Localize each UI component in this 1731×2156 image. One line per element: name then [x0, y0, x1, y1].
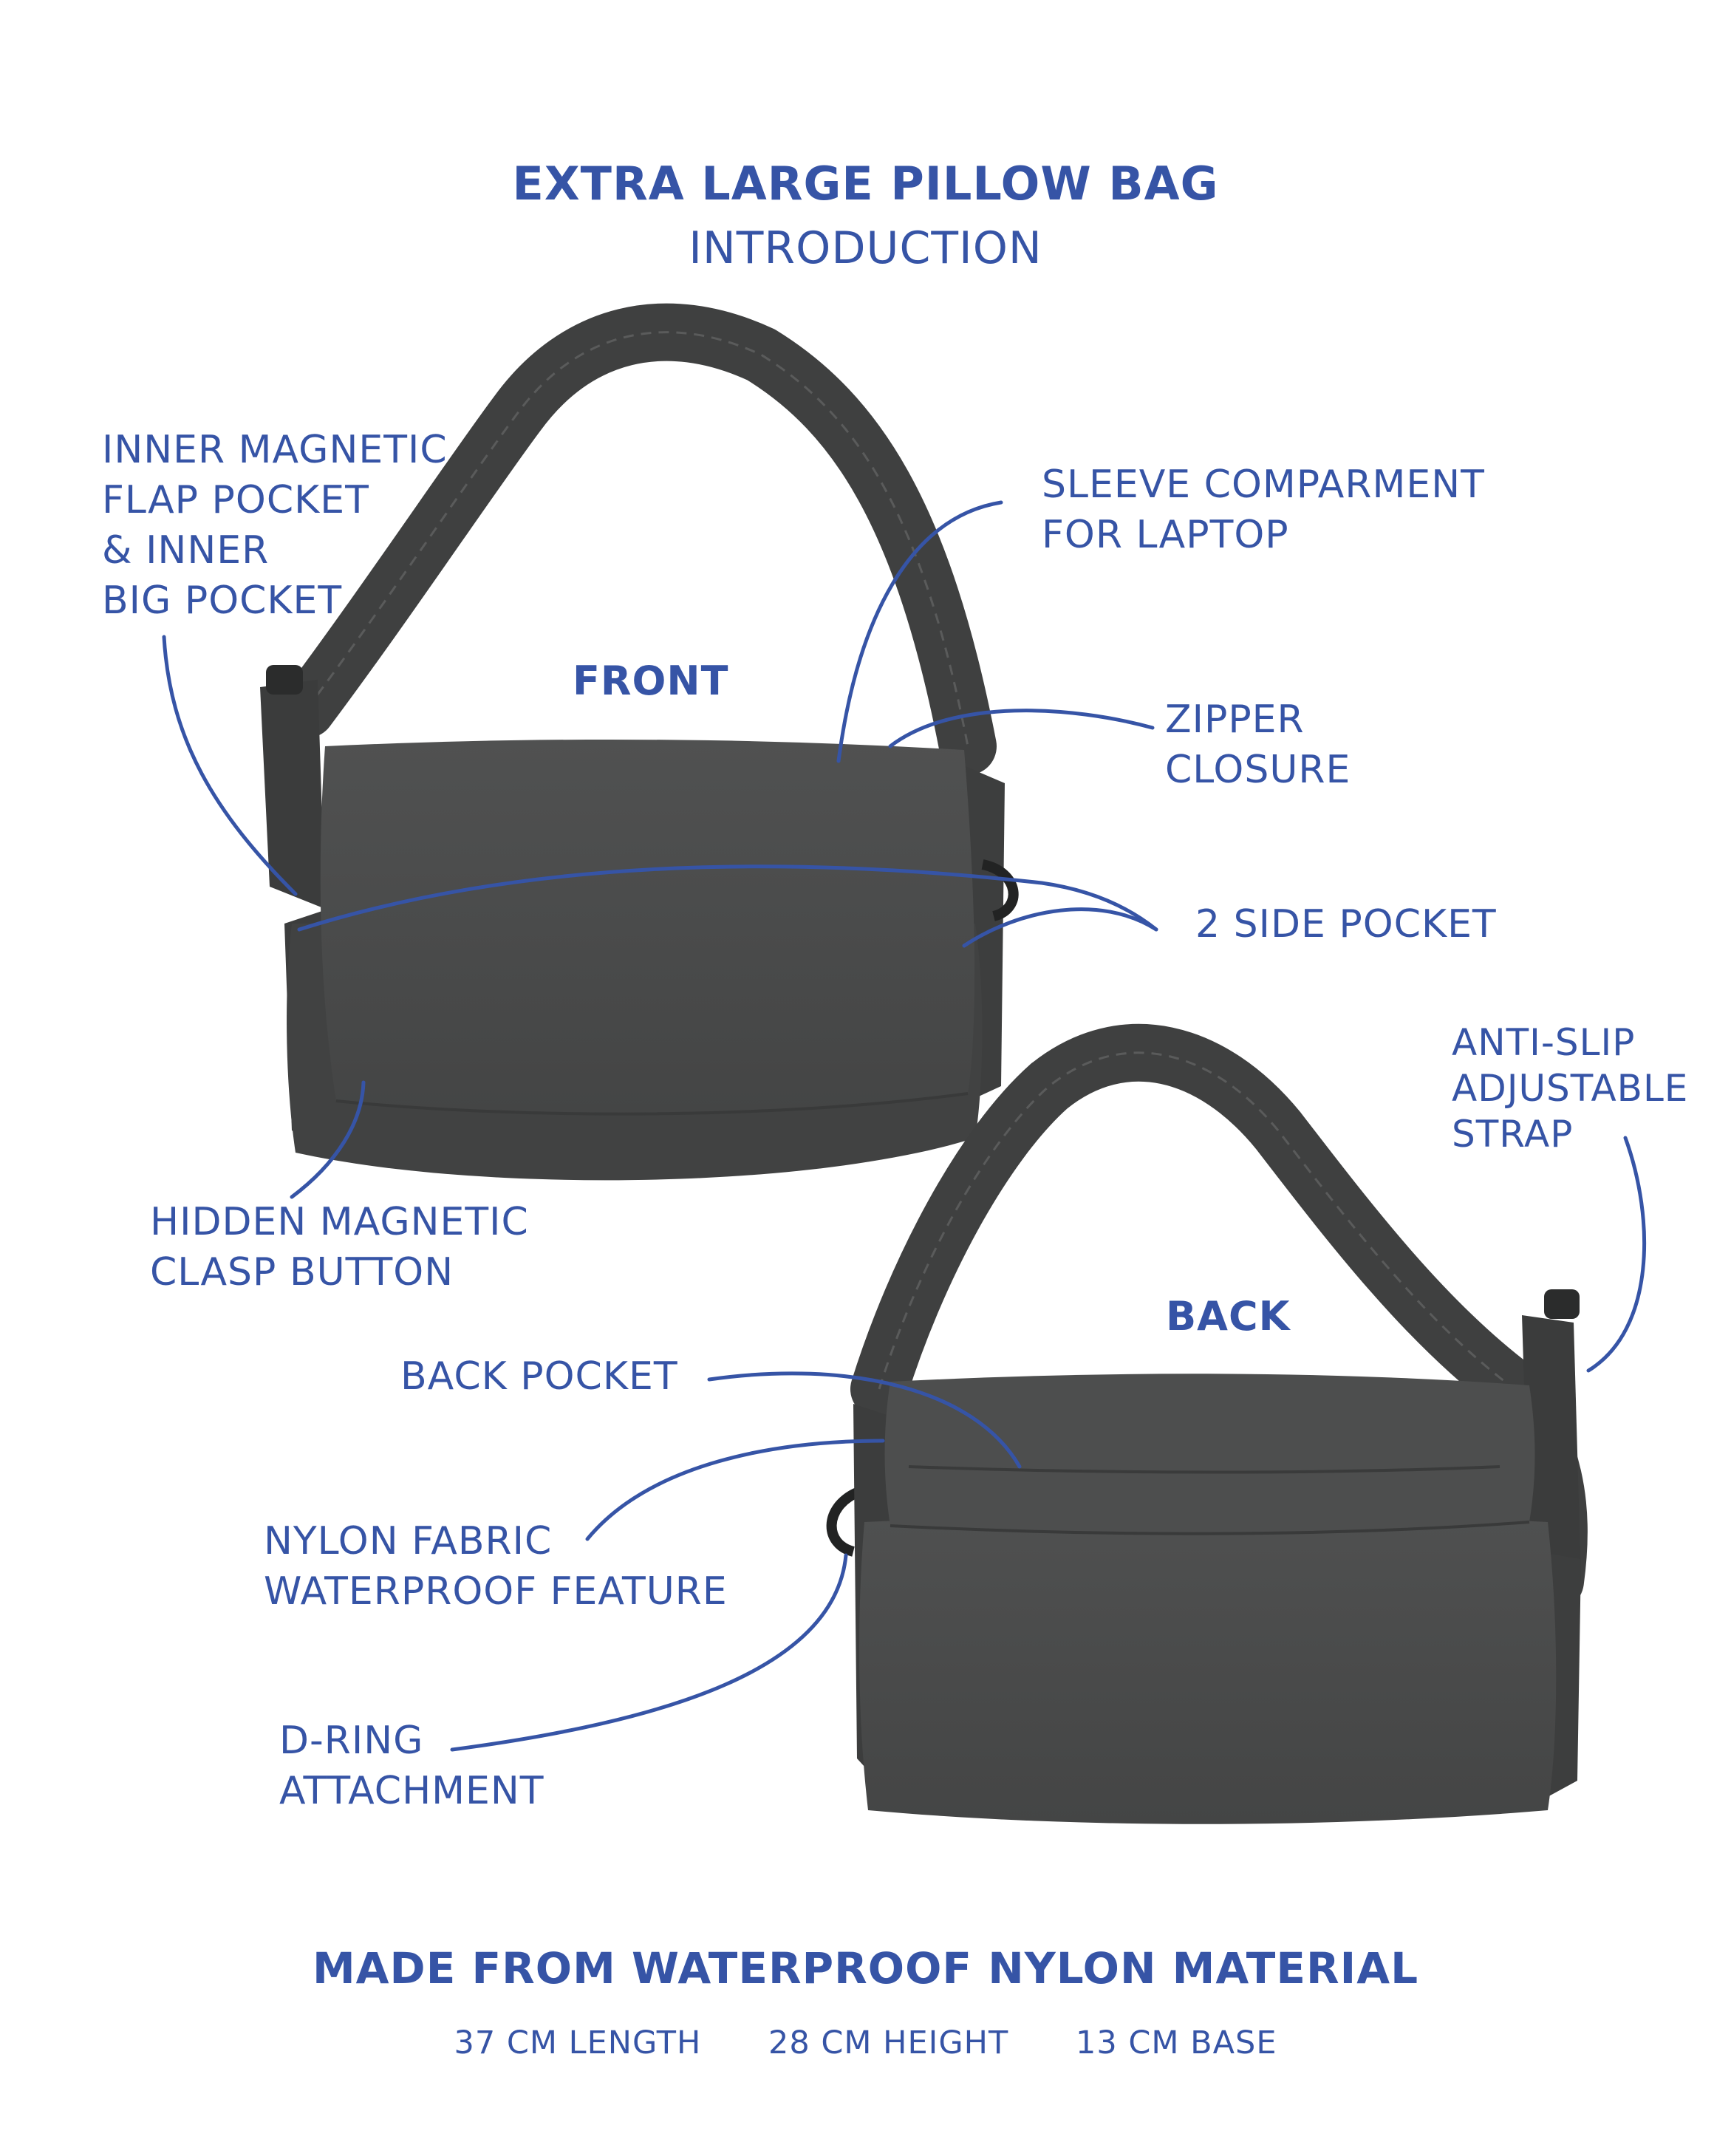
- callout-back-pocket: BACK POCKET: [400, 1354, 678, 1399]
- dimension-length: 37 CM LENGTH: [454, 2024, 702, 2061]
- callout-side-pocket: 2 SIDE POCKET: [1195, 901, 1497, 947]
- back-strap-buckle: [1544, 1289, 1580, 1319]
- leader-side-pocket-front: [297, 864, 1158, 932]
- callout-clasp: HIDDEN MAGNETIC CLASP BUTTON: [150, 1197, 529, 1297]
- callout-strap: ANTI-SLIP ADJUSTABLE STRAP: [1452, 1020, 1688, 1157]
- callout-sleeve-line-1: SLEEVE COMPARMENT: [1042, 463, 1485, 507]
- callout-lines: [162, 500, 1647, 1752]
- callout-clasp-line-1: HIDDEN MAGNETIC: [150, 1200, 529, 1244]
- callout-side-pocket-line-1: 2 SIDE POCKET: [1195, 902, 1497, 946]
- front-strap-buckle: [266, 665, 303, 695]
- callout-nylon-line-2: WATERPROOF FEATURE: [264, 1569, 728, 1614]
- callout-inner-pocket: INNER MAGNETIC FLAP POCKET & INNER BIG P…: [102, 425, 448, 626]
- leader-side-pocket-right: [962, 907, 1158, 948]
- callout-inner-pocket-line-1: INNER MAGNETIC: [102, 428, 448, 472]
- leader-zipper: [888, 709, 1155, 748]
- callout-sleeve: SLEEVE COMPARMENT FOR LAPTOP: [1042, 460, 1485, 560]
- callout-dring-line-1: D-RING: [279, 1719, 424, 1763]
- callout-back-pocket-line-1: BACK POCKET: [400, 1354, 678, 1399]
- callout-strap-line-2: ADJUSTABLE: [1452, 1067, 1689, 1110]
- callout-zipper-line-1: ZIPPER: [1165, 697, 1305, 742]
- callout-strap-line-1: ANTI-SLIP: [1452, 1021, 1636, 1064]
- callout-inner-pocket-line-2: FLAP POCKET: [102, 478, 369, 522]
- callout-nylon: NYLON FABRIC WATERPROOF FEATURE: [264, 1516, 728, 1617]
- leader-back-pocket: [707, 1371, 1022, 1469]
- material-heading: MADE FROM WATERPROOF NYLON MATERIAL: [312, 1943, 1419, 1993]
- back-view-label: BACK: [1166, 1293, 1291, 1340]
- leader-dring: [450, 1553, 848, 1752]
- front-view-label: FRONT: [573, 658, 729, 704]
- leader-inner-pocket: [162, 635, 298, 896]
- callout-inner-pocket-line-4: BIG POCKET: [102, 579, 343, 623]
- dimension-height: 28 CM HEIGHT: [768, 2024, 1009, 2061]
- leader-nylon: [585, 1439, 885, 1541]
- back-bag: [826, 1023, 1588, 1824]
- back-d-ring: [826, 1487, 860, 1557]
- leader-clasp: [290, 1080, 366, 1199]
- front-bag: [260, 303, 1019, 1181]
- front-d-ring: [981, 859, 1019, 921]
- callout-clasp-line-2: CLASP BUTTON: [150, 1250, 454, 1294]
- page-subtitle: INTRODUCTION: [689, 222, 1042, 274]
- callout-nylon-line-1: NYLON FABRIC: [264, 1519, 553, 1563]
- callout-zipper-line-2: CLOSURE: [1165, 748, 1351, 792]
- callout-inner-pocket-line-3: & INNER: [102, 528, 270, 573]
- dimensions-row: 37 CM LENGTH 28 CM HEIGHT 13 CM BASE: [0, 2024, 1731, 2063]
- page-title: EXTRA LARGE PILLOW BAG: [512, 157, 1219, 211]
- dimension-base: 13 CM BASE: [1075, 2024, 1277, 2061]
- callout-strap-line-3: STRAP: [1452, 1113, 1574, 1156]
- leader-sleeve: [836, 500, 1003, 763]
- back-pocket-panel: [884, 1374, 1535, 1534]
- leader-strap: [1586, 1136, 1647, 1373]
- callout-sleeve-line-2: FOR LAPTOP: [1042, 513, 1289, 557]
- callout-dring-line-2: ATTACHMENT: [279, 1769, 544, 1813]
- callout-zipper: ZIPPER CLOSURE: [1165, 695, 1351, 795]
- callout-dring: D-RING ATTACHMENT: [279, 1716, 544, 1816]
- front-flap: [320, 739, 975, 1114]
